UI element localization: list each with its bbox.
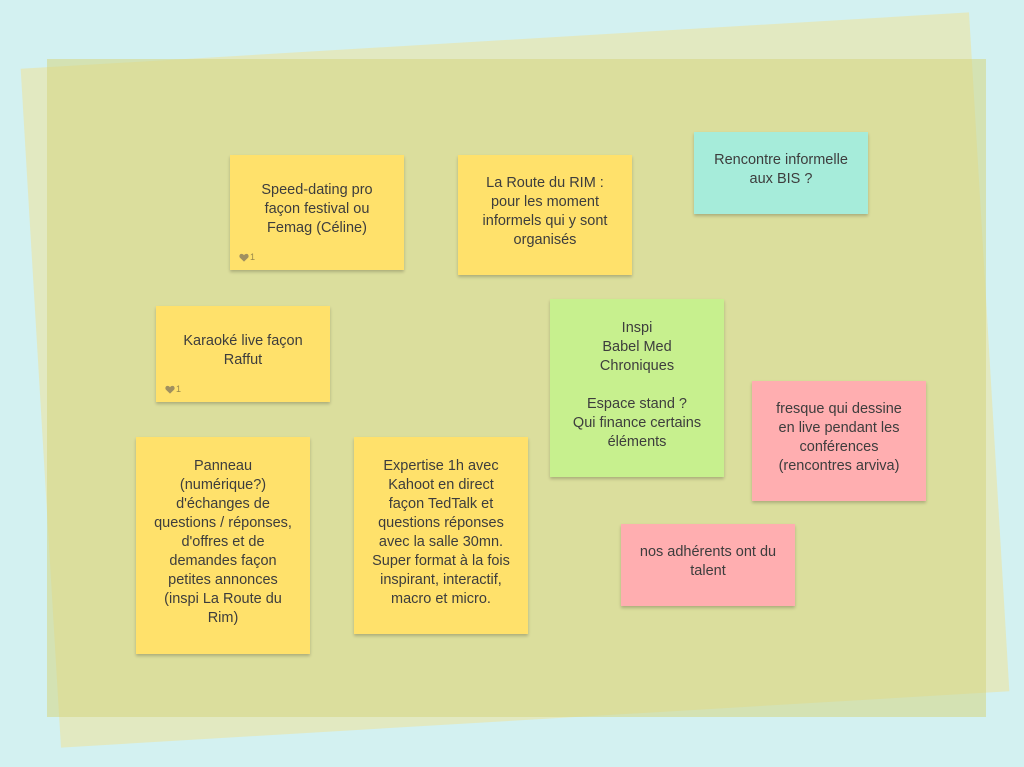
like-count: 1 xyxy=(250,252,256,262)
like-count: 1 xyxy=(176,384,182,394)
sticky-note-text: nos adhérents ont du talent xyxy=(639,544,777,579)
sticky-note-rencontre-bis[interactable]: Rencontre informelle aux BIS ? xyxy=(694,132,868,214)
sticky-note-inspi-babel-med[interactable]: Inspi Babel Med Chroniques Espace stand … xyxy=(550,299,724,477)
sticky-note-expertise[interactable]: Expertise 1h avec Kahoot en direct façon… xyxy=(354,437,528,634)
sticky-note-text: Expertise 1h avec Kahoot en direct façon… xyxy=(372,457,510,607)
heart-icon xyxy=(165,385,175,394)
sticky-note-text: fresque qui dessine en live pendant les … xyxy=(776,401,902,474)
sticky-note-speed-dating[interactable]: Speed-dating pro façon festival ou Femag… xyxy=(230,155,404,270)
sticky-note-text: Speed-dating pro façon festival ou Femag… xyxy=(261,182,373,236)
sticky-note-route-du-rim[interactable]: La Route du RIM : pour les moment inform… xyxy=(458,155,632,275)
sticky-note-text: La Route du RIM : pour les moment inform… xyxy=(482,175,608,248)
like-counter[interactable]: 1 xyxy=(165,384,181,394)
sticky-note-panneau[interactable]: Panneau (numérique?) d'échanges de quest… xyxy=(136,437,310,654)
sticky-note-text: Rencontre informelle aux BIS ? xyxy=(714,152,848,187)
sticky-note-text: Panneau (numérique?) d'échanges de quest… xyxy=(154,458,292,626)
sticky-note-karaoke[interactable]: Karaoké live façon Raffut 1 xyxy=(156,306,330,402)
sticky-note-fresque[interactable]: fresque qui dessine en live pendant les … xyxy=(752,381,926,501)
like-counter[interactable]: 1 xyxy=(239,252,255,262)
sticky-note-adherents[interactable]: nos adhérents ont du talent xyxy=(621,524,795,606)
heart-icon xyxy=(239,253,249,262)
sticky-note-text: Karaoké live façon Raffut xyxy=(183,333,303,368)
sticky-note-text: Inspi Babel Med Chroniques Espace stand … xyxy=(572,319,702,450)
